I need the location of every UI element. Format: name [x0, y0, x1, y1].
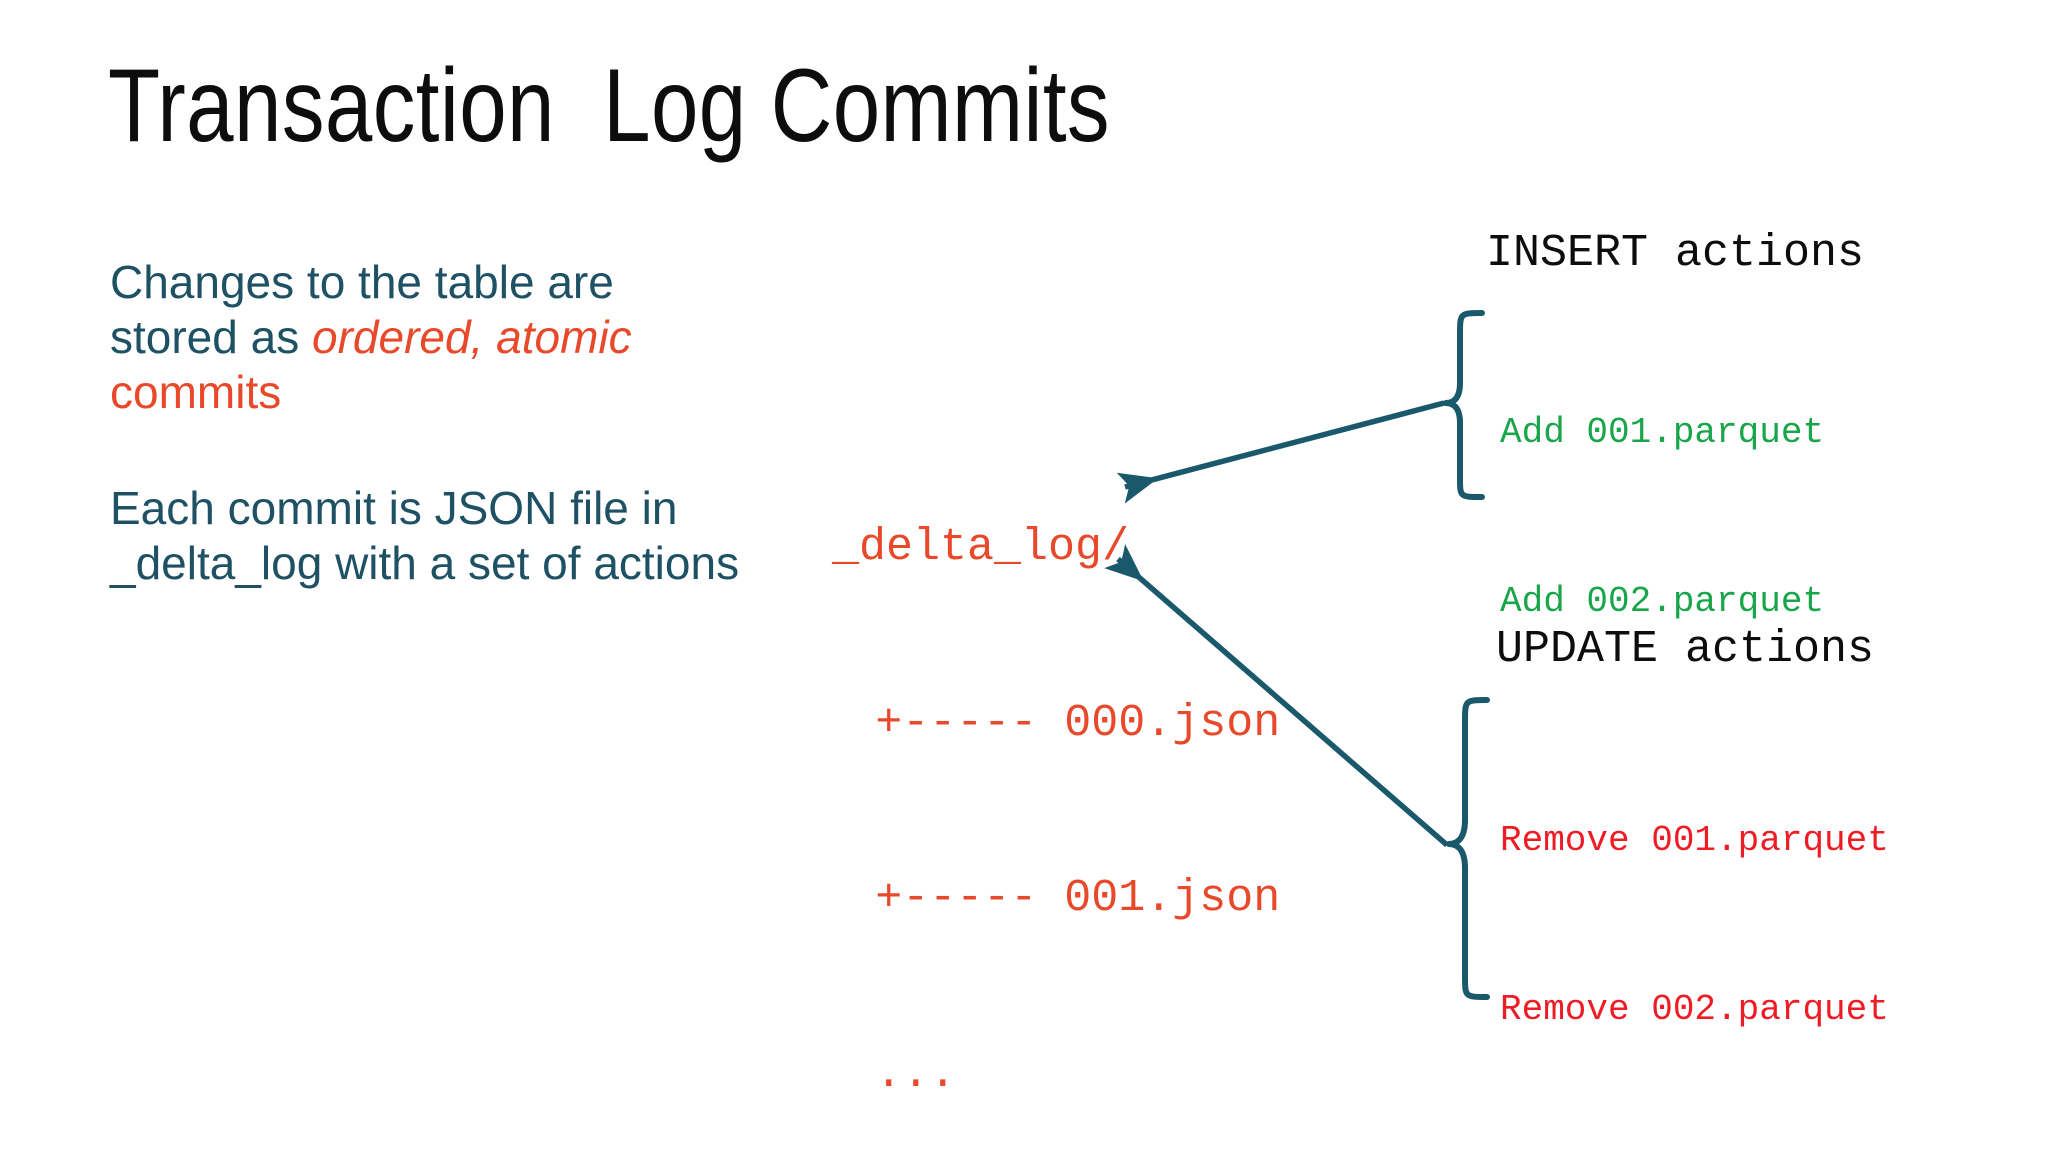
insert-actions-header: INSERT actions — [1486, 228, 1865, 279]
tree-entry-ellipsis: ... — [832, 1046, 1280, 1105]
update-brace-icon — [1446, 697, 1490, 1000]
paragraph-each-commit: Each commit is JSON file in _delta_log w… — [110, 481, 740, 589]
tree-entry-001json: +----- 001.json — [832, 870, 1280, 929]
tree-entry-000json: +----- 000.json — [832, 695, 1280, 754]
action-remove-001-parquet: Remove 001.parquet — [1500, 820, 1889, 861]
emphasis-atomic: atomic — [496, 311, 632, 364]
tree-entry-001json-label: +----- 001.json — [875, 873, 1281, 924]
paragraph-changes: Changes to the table are stored as order… — [110, 255, 750, 421]
emphasis-ordered: ordered, — [312, 311, 484, 364]
action-remove-002-parquet: Remove 002.parquet — [1500, 989, 1889, 1030]
insert-actions-list: Add 001.parquet Add 002.parquet — [1500, 330, 1824, 704]
body-text-column: Changes to the table are stored as order… — [110, 255, 750, 591]
update-actions-list: Remove 001.parquet Remove 002.parquet Ad… — [1500, 738, 1889, 1152]
delta-log-tree: _delta_log/ +----- 000.json +----- 001.j… — [832, 402, 1280, 1152]
action-add-001-parquet: Add 001.parquet — [1500, 412, 1825, 453]
tree-entry-ellipsis-label: ... — [875, 1048, 957, 1100]
tree-entry-000json-label: +----- 000.json — [875, 697, 1281, 749]
emphasis-commits: commits — [110, 366, 282, 419]
update-actions-header: UPDATE actions — [1496, 624, 1875, 675]
page-title: Transaction Log Commits — [108, 48, 1110, 164]
action-add-002-parquet: Add 002.parquet — [1500, 581, 1825, 622]
paragraph-1-part-1: Changes to the table are stored as — [110, 256, 614, 364]
insert-brace-icon — [1443, 310, 1485, 500]
tree-root-label: _delta_log/ — [832, 522, 1130, 573]
